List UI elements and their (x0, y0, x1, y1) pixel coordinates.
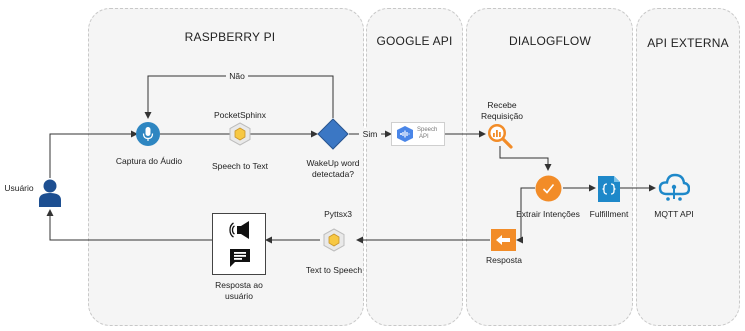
hexagon-icon (229, 122, 251, 151)
edge-label-sim: Sim (362, 129, 378, 139)
label-extrair: Extrair Intenções (516, 209, 580, 219)
label-mqtt: MQTT API (654, 209, 694, 219)
search-chart-icon (486, 122, 514, 155)
reply-icon (491, 229, 516, 256)
edge-resposta-usuario (46, 209, 212, 241)
microphone-icon (136, 122, 160, 151)
label-resposta-usuario: Resposta ao usuário (214, 280, 264, 301)
zone-title-raspberry: RASPBERRY PI (184, 30, 276, 44)
user-icon (38, 178, 62, 213)
label-captura: Captura do Áudio (115, 156, 183, 166)
label-pocketsphinx: PocketSphinx (214, 110, 266, 120)
check-icon (535, 175, 562, 207)
zone-title-api-externa: API EXTERNA (647, 36, 729, 50)
label-recebe-text: Recebe Requisição (480, 100, 524, 121)
label-text-to-speech: Text to Speech (305, 265, 363, 275)
speech-api-label-2: API (419, 134, 429, 140)
speaker-icon (229, 221, 249, 239)
edge-usuario-captura (49, 130, 138, 178)
edge-recebe-extrair (499, 146, 552, 171)
edge-extrair-resposta (516, 187, 535, 244)
label-fulfillment: Fulfillment (589, 209, 629, 219)
decision-diamond-icon (317, 118, 349, 155)
label-pyttsx3: Pyttsx3 (324, 209, 352, 219)
zone-api-externa (636, 8, 740, 326)
edge-label-nao: Não (229, 71, 245, 81)
response-box (212, 213, 266, 275)
label-wakeup: WakeUp word detectada? (300, 158, 366, 180)
label-recebe: Recebe Requisição (474, 100, 530, 122)
label-resposta: Resposta (486, 255, 522, 265)
chat-icon (230, 249, 250, 267)
speech-api-box: Speech API (391, 122, 445, 146)
label-resposta-usuario-text: Resposta ao usuário (215, 280, 263, 301)
zone-google-api (366, 8, 463, 326)
label-usuario: Usuário (4, 183, 34, 193)
zone-title-dialogflow: DIALOGFLOW (508, 34, 591, 48)
hexagon-icon-2 (323, 228, 345, 257)
label-wakeup-text: WakeUp word detectada? (306, 158, 360, 179)
zone-title-google: GOOGLE API (376, 34, 453, 48)
label-speech-to-text: Speech to Text (211, 161, 269, 171)
cloud-icon (658, 172, 691, 207)
braces-icon (597, 175, 621, 208)
speech-api-label-1: Speech (417, 127, 438, 133)
google-hexagon-icon (397, 126, 413, 142)
